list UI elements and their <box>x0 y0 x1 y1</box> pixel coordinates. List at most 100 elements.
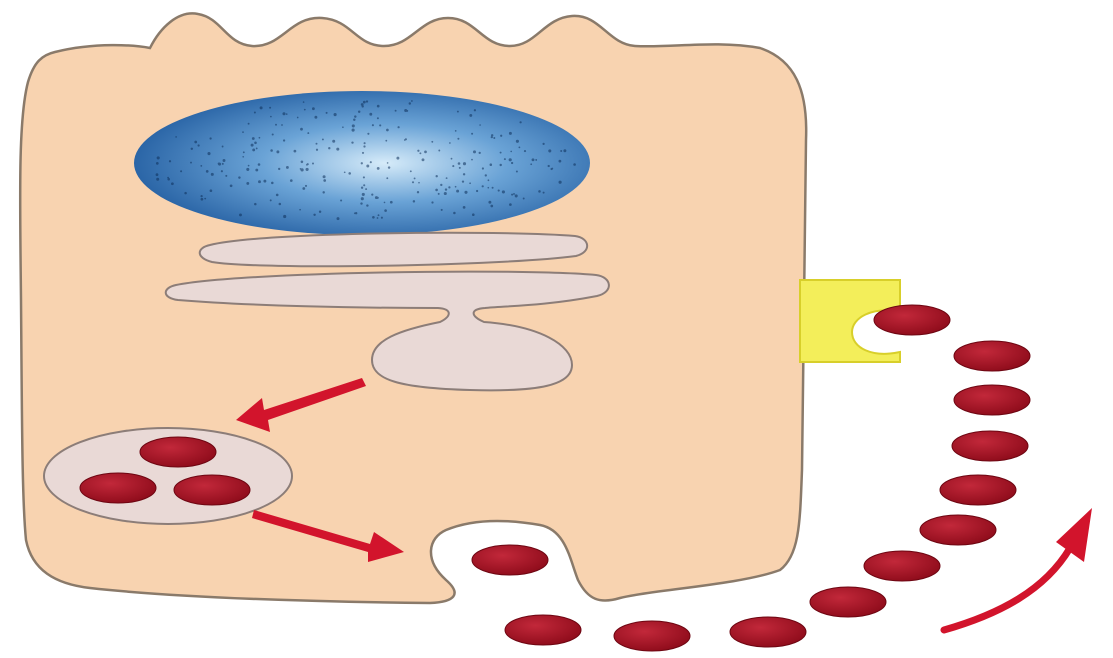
nucleus-speckle <box>157 156 160 159</box>
nucleus-speckle <box>362 152 364 154</box>
nucleus-speckle <box>482 185 484 187</box>
nucleus-speckle <box>441 209 443 211</box>
nucleus-speckle <box>283 215 286 218</box>
nucleus-speckle <box>270 149 273 152</box>
nucleus-speckle <box>377 217 379 219</box>
nucleus-speckle <box>500 135 502 137</box>
nucleus-speckle <box>560 150 562 152</box>
secreted-particle-icon <box>954 385 1030 415</box>
secreted-particle-icon <box>874 305 950 335</box>
nucleus-speckle <box>479 124 481 126</box>
nucleus-speckle <box>438 150 440 152</box>
nucleus-speckle <box>344 171 346 173</box>
nucleus-speckle <box>282 112 285 115</box>
nucleus-speckle <box>351 141 353 143</box>
nucleus-speckle <box>319 211 321 213</box>
nucleus-speckle <box>479 152 481 154</box>
nucleus-speckle <box>419 152 421 154</box>
nucleus-speckle <box>417 150 419 152</box>
nucleus-speckle <box>381 217 383 219</box>
nucleus-speckle <box>322 138 324 140</box>
nucleus-speckle <box>294 150 297 153</box>
nucleus-speckle <box>299 209 301 211</box>
nucleus-speckle <box>405 138 407 140</box>
nucleus-speckle <box>328 147 330 149</box>
nucleus-speckle <box>418 182 420 184</box>
nucleus-speckle <box>463 173 465 175</box>
nucleus-speckle <box>414 177 416 179</box>
nucleus-speckle <box>488 179 490 181</box>
nucleus-speckle <box>191 148 193 150</box>
nucleus-speckle <box>504 158 506 160</box>
nucleus-speckle <box>302 187 305 190</box>
nucleus-speckle <box>286 166 289 169</box>
nucleus-speckle <box>171 182 174 185</box>
nucleus-speckle <box>431 141 433 143</box>
nucleus-speckle <box>369 113 372 116</box>
nucleus-speckle <box>424 151 427 154</box>
nucleus-speckle <box>184 192 187 195</box>
nucleus-speckle <box>387 162 389 164</box>
secreted-particle-icon <box>810 587 886 617</box>
nucleus-speckle <box>469 114 472 117</box>
nucleus-speckle <box>548 149 551 152</box>
nucleus-speckle <box>436 175 438 177</box>
nucleus-speckle <box>312 107 315 110</box>
nucleus-speckle <box>246 168 249 171</box>
nucleus-speckle <box>270 199 272 201</box>
nucleus-speckle <box>197 144 199 146</box>
nucleus-speckle <box>438 193 440 195</box>
nucleus-speckle <box>276 194 279 197</box>
nucleus-speckle <box>518 146 520 148</box>
nucleus-speckle <box>385 140 387 142</box>
secreted-particle-icon <box>80 473 156 503</box>
nucleus-speckle <box>488 201 491 204</box>
nucleus-speckle <box>384 209 387 212</box>
nucleus-speckle <box>502 190 505 193</box>
nucleus-speckle <box>204 198 206 200</box>
nucleus-speckle <box>230 184 233 187</box>
nucleus-speckle <box>360 202 362 204</box>
nucleus-speckle <box>476 190 478 192</box>
nucleus-speckle <box>353 119 355 121</box>
nucleus-speckle <box>256 147 258 149</box>
nucleus-speckle <box>509 158 512 161</box>
nucleus-speckle <box>390 201 393 204</box>
nucleus-speckle <box>251 144 254 147</box>
nucleus-speckle <box>207 152 210 155</box>
nucleus-speckle <box>397 126 399 128</box>
nucleus-speckle <box>271 182 274 185</box>
nucleus-speckle <box>487 187 489 189</box>
nucleus-speckle <box>156 178 159 181</box>
nucleus-icon <box>134 91 590 235</box>
nucleus-speckle <box>511 162 513 164</box>
nucleus-speckle <box>453 212 456 215</box>
nucleus-speckle <box>445 188 447 190</box>
nucleus-speckle <box>457 111 459 113</box>
nucleus-speckle <box>463 206 466 209</box>
nucleus-speckle <box>194 141 197 144</box>
nucleus-speckle <box>180 170 182 172</box>
nucleus-speckle <box>449 142 451 144</box>
nucleus-speckle <box>471 159 473 161</box>
nucleus-speckle <box>548 165 550 167</box>
nucleus-speckle <box>248 123 250 125</box>
nucleus-speckle <box>500 152 502 154</box>
nucleus-speckle <box>440 184 442 186</box>
nucleus-speckle <box>384 202 386 204</box>
nucleus-speckle <box>323 179 326 182</box>
nucleus-speckle <box>242 156 244 158</box>
nucleus-speckle <box>221 170 223 172</box>
nucleus-speckle <box>254 203 257 206</box>
nucleus-speckle <box>290 179 293 182</box>
nucleus-speckle <box>303 101 305 103</box>
nucleus-speckle <box>559 181 562 184</box>
nucleus-speckle <box>332 140 335 143</box>
secreted-particle-icon <box>505 615 581 645</box>
nucleus-speckle <box>511 194 513 196</box>
secreted-particle-icon <box>864 551 940 581</box>
nucleus-speckle <box>386 129 389 132</box>
nucleus-speckle <box>563 149 566 152</box>
nucleus-speckle <box>337 217 340 220</box>
nucleus-speckle <box>190 162 192 164</box>
